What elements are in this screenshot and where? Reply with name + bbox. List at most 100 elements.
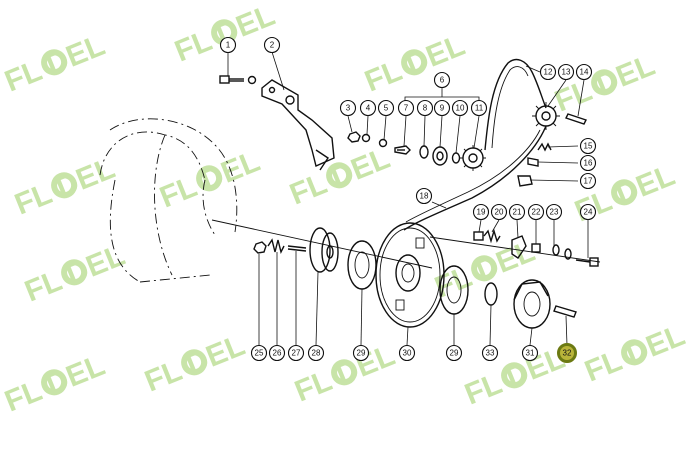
svg-text:FL DEL: FL DEL bbox=[360, 29, 469, 99]
svg-text:26: 26 bbox=[273, 349, 282, 358]
washer-part-5 bbox=[378, 138, 388, 148]
chain-part-18 bbox=[403, 125, 547, 231]
callout-24: 24 bbox=[579, 203, 597, 221]
callout-12: 12 bbox=[539, 63, 557, 81]
nut-part-3 bbox=[347, 131, 361, 143]
svg-text:23: 23 bbox=[550, 208, 559, 217]
svg-text:28: 28 bbox=[312, 349, 321, 358]
callout-27: 27 bbox=[287, 344, 305, 362]
callout-16: 16 bbox=[579, 154, 597, 172]
svg-text:FL DEL: FL DEL bbox=[0, 29, 109, 99]
callout-10: 10 bbox=[451, 99, 469, 117]
callout-22: 22 bbox=[527, 203, 545, 221]
callout-18: 18 bbox=[415, 187, 433, 205]
svg-text:FL DEL: FL DEL bbox=[140, 329, 249, 399]
lever-part-21 bbox=[511, 235, 527, 259]
watermark: FL DEL bbox=[360, 29, 469, 99]
sprocket-part-11 bbox=[460, 145, 486, 171]
watermark: FL DEL bbox=[550, 49, 659, 119]
callout-28: 28 bbox=[307, 344, 325, 362]
svg-text:11: 11 bbox=[475, 104, 484, 113]
svg-text:29: 29 bbox=[450, 349, 459, 358]
svg-text:FL DEL: FL DEL bbox=[20, 239, 129, 309]
nut-part-25 bbox=[253, 241, 267, 254]
watermark: FL DEL bbox=[20, 239, 129, 309]
svg-text:8: 8 bbox=[423, 104, 428, 113]
leader-lines bbox=[227, 51, 589, 346]
spring-part-20 bbox=[483, 228, 501, 244]
callout-2: 2 bbox=[263, 36, 281, 54]
callout-11: 11 bbox=[470, 99, 488, 117]
svg-text:FL DEL: FL DEL bbox=[285, 142, 394, 212]
svg-text:FL DEL: FL DEL bbox=[550, 49, 659, 119]
sprocket-part-13 bbox=[532, 102, 560, 130]
callout-4: 4 bbox=[359, 99, 377, 117]
callout-14: 14 bbox=[575, 63, 593, 81]
callout-29b: 29 bbox=[445, 344, 463, 362]
svg-text:FL DEL: FL DEL bbox=[290, 339, 399, 409]
svg-text:2: 2 bbox=[270, 41, 275, 50]
callout-13: 13 bbox=[557, 63, 575, 81]
pin-part-32 bbox=[553, 305, 577, 318]
callout-25: 25 bbox=[250, 344, 268, 362]
chain-part-12 bbox=[484, 58, 547, 151]
svg-text:32: 32 bbox=[563, 349, 572, 358]
svg-text:FL DEL: FL DEL bbox=[0, 349, 109, 419]
clip-part-16 bbox=[527, 157, 539, 167]
callout-23: 23 bbox=[545, 203, 563, 221]
callout-17: 17 bbox=[579, 172, 597, 190]
callout-7: 7 bbox=[397, 99, 415, 117]
svg-text:3: 3 bbox=[346, 104, 351, 113]
svg-text:FL DEL: FL DEL bbox=[155, 145, 264, 215]
watermark: FL DEL bbox=[290, 339, 399, 409]
svg-text:20: 20 bbox=[495, 208, 504, 217]
svg-text:5: 5 bbox=[384, 104, 389, 113]
svg-text:33: 33 bbox=[486, 349, 495, 358]
cover-part-31 bbox=[513, 279, 551, 329]
callout-31: 31 bbox=[521, 344, 539, 362]
watermark: FL DEL bbox=[580, 319, 689, 389]
callout-30: 30 bbox=[398, 344, 416, 362]
shaft-axis bbox=[211, 219, 433, 269]
bushing-part-19 bbox=[473, 231, 484, 241]
svg-text:6: 6 bbox=[440, 76, 445, 85]
bushing-part-8 bbox=[419, 145, 429, 159]
callout-6: 6 bbox=[433, 71, 451, 89]
pin-part-7 bbox=[394, 145, 411, 155]
svg-text:7: 7 bbox=[404, 104, 409, 113]
bearing-part-9 bbox=[432, 146, 448, 166]
svg-text:31: 31 bbox=[526, 349, 535, 358]
svg-text:25: 25 bbox=[255, 349, 264, 358]
watermark: FL DEL bbox=[155, 145, 264, 215]
svg-text:12: 12 bbox=[544, 68, 553, 77]
svg-text:FL DEL: FL DEL bbox=[580, 319, 689, 389]
callout-29a: 29 bbox=[352, 344, 370, 362]
stud-part-27 bbox=[287, 245, 307, 252]
svg-text:18: 18 bbox=[420, 192, 429, 201]
link-part-17 bbox=[517, 175, 533, 187]
bolt-part-1 bbox=[219, 75, 257, 85]
bracket-part-2 bbox=[261, 79, 335, 171]
callout-9: 9 bbox=[433, 99, 451, 117]
svg-text:15: 15 bbox=[584, 142, 593, 151]
callout-21: 21 bbox=[508, 203, 526, 221]
svg-text:14: 14 bbox=[580, 68, 589, 77]
svg-text:30: 30 bbox=[403, 349, 412, 358]
callout-20: 20 bbox=[490, 203, 508, 221]
svg-text:13: 13 bbox=[562, 68, 571, 77]
watermark: FL DEL bbox=[285, 142, 394, 212]
svg-text:4: 4 bbox=[366, 104, 371, 113]
spring-part-15 bbox=[537, 142, 552, 152]
svg-text:9: 9 bbox=[440, 104, 445, 113]
callout-32-highlighted[interactable]: 32 bbox=[557, 343, 577, 363]
callout-1: 1 bbox=[219, 36, 237, 54]
svg-text:10: 10 bbox=[456, 104, 465, 113]
svg-text:FL DEL: FL DEL bbox=[460, 342, 569, 412]
hub-part-28 bbox=[309, 227, 339, 273]
sprocket-part-30 bbox=[375, 222, 445, 328]
svg-text:17: 17 bbox=[584, 177, 593, 186]
ring-part-33 bbox=[484, 282, 498, 306]
watermark: FL DEL bbox=[460, 342, 569, 412]
callout-15: 15 bbox=[579, 137, 597, 155]
